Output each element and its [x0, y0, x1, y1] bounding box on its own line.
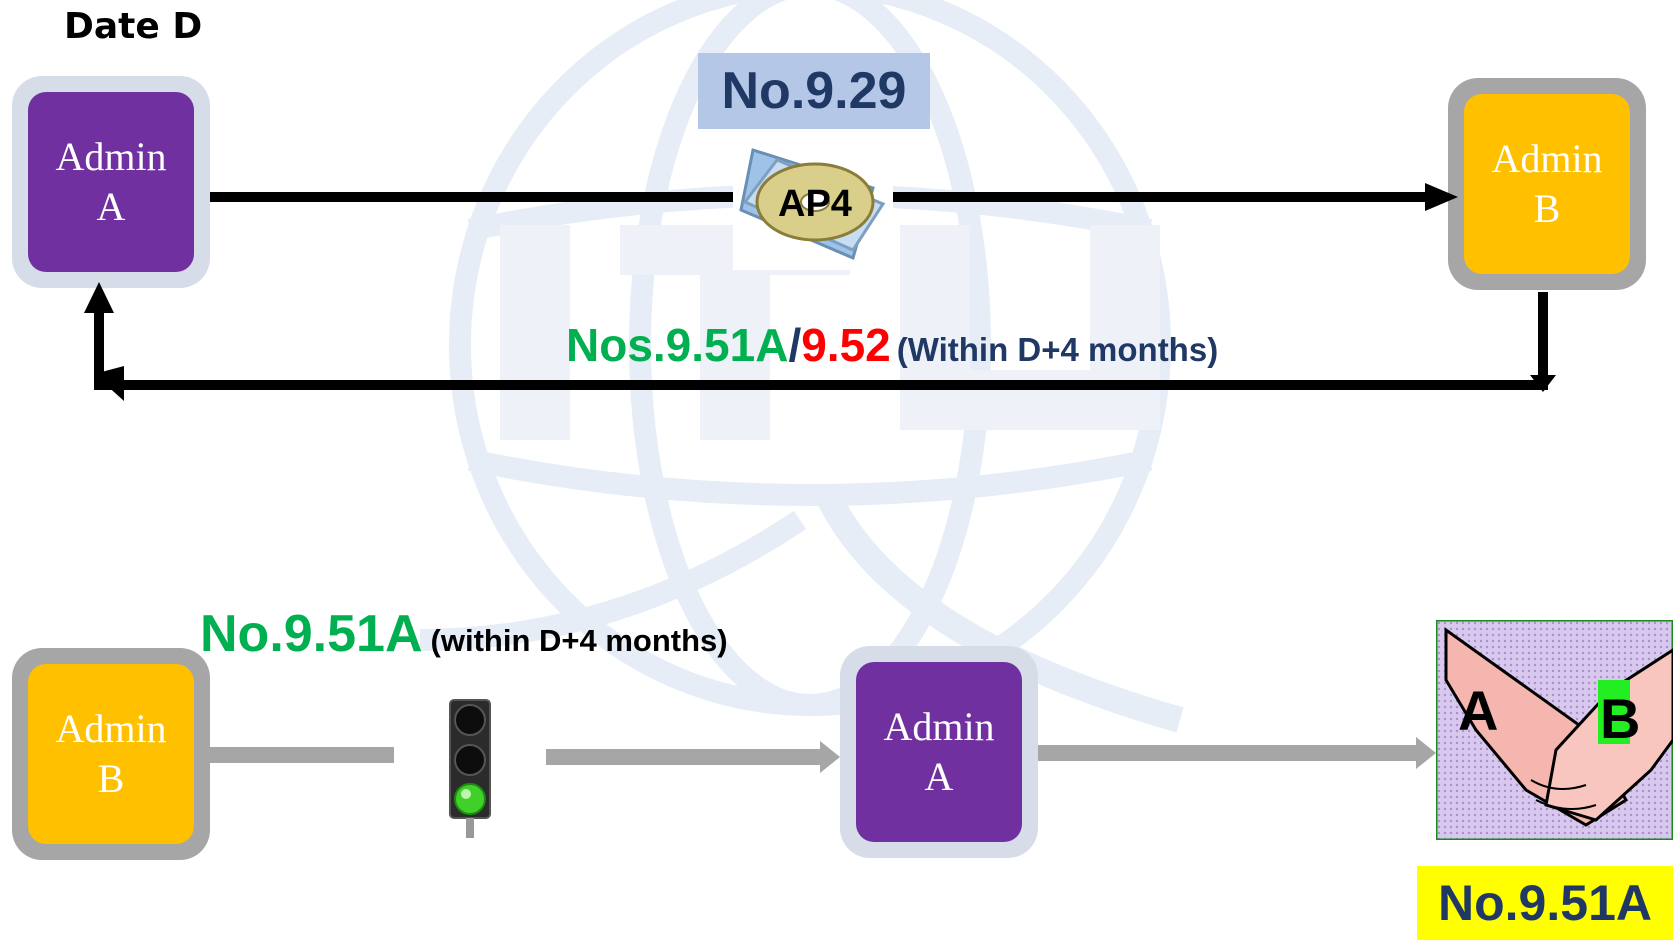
- return-provision-label: Nos.9.51A/9.52(Within D+4 months): [566, 318, 1218, 372]
- admin-a-fill-bottom: Admin A: [856, 662, 1022, 842]
- bottom-admin-b-box: Admin B: [12, 648, 210, 860]
- admin-a-line1: Admin: [55, 134, 167, 179]
- traffic-light-icon: [449, 699, 491, 838]
- return-label-part2: 9.52: [801, 319, 891, 371]
- forward-arrowhead: [1425, 183, 1458, 211]
- handshake-letter-b: B: [1600, 687, 1640, 750]
- bottom-admin-b-line2: B: [97, 756, 125, 801]
- provision-929-label: No.9.29: [698, 53, 930, 129]
- bottom-admin-a-line2: A: [924, 754, 954, 799]
- return-left-tip: [94, 366, 124, 401]
- return-label-slash: /: [788, 319, 802, 371]
- ap4-label: AP4: [778, 183, 852, 225]
- admin-a-line2: A: [96, 184, 126, 229]
- provision-951a-label: No.9.51A(within D+4 months): [200, 604, 728, 664]
- admin-b-line2: B: [1533, 186, 1561, 231]
- grey-arrowhead-2: [1416, 737, 1436, 769]
- return-arrowhead-up: [84, 282, 114, 313]
- return-label-note: (Within D+4 months): [896, 331, 1219, 368]
- admin-b-line1: Admin: [1491, 136, 1603, 181]
- top-admin-b-box: Admin B: [1448, 78, 1646, 290]
- admin-b-fill-bottom: Admin B: [28, 664, 194, 844]
- handshake-icon: A B: [1436, 620, 1673, 840]
- provision-951a-text: No.9.51A: [200, 605, 423, 663]
- handshake-letter-a: A: [1458, 679, 1498, 742]
- result-951a-label: No.9.51A: [1417, 866, 1673, 940]
- cd-disc-icon: [733, 130, 893, 270]
- bottom-admin-b-line1: Admin: [55, 706, 167, 751]
- provision-951a-note: (within D+4 months): [430, 623, 728, 658]
- grey-arrowhead-1: [820, 741, 840, 773]
- return-corner-head: [1530, 375, 1556, 392]
- bottom-admin-a-line1: Admin: [883, 704, 995, 749]
- top-admin-a-box: Admin A: [12, 76, 210, 288]
- admin-a-fill: Admin A: [28, 92, 194, 272]
- bottom-admin-a-box: Admin A: [840, 646, 1038, 858]
- admin-b-fill: Admin B: [1464, 94, 1630, 274]
- return-label-part1: Nos.9.51A: [566, 319, 789, 371]
- return-arrow-line: [94, 292, 1548, 390]
- date-label: Date D: [64, 6, 203, 47]
